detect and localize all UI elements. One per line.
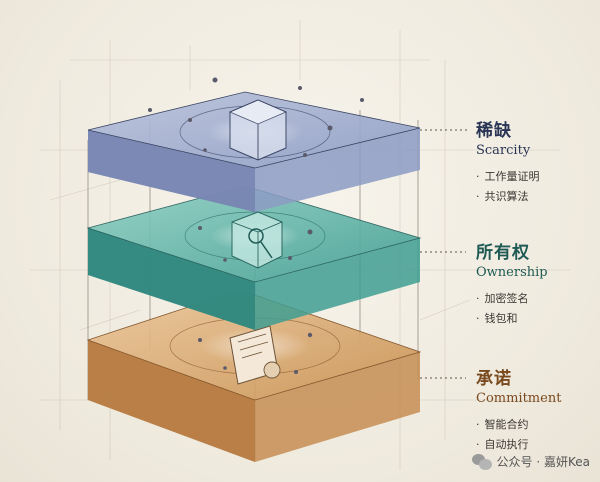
key-cube-icon: [231, 211, 283, 269]
layer-ownership: [86, 185, 422, 330]
label-group-ownership: 所有权 Ownership 加密签名 钱包和: [476, 238, 548, 329]
layer-subtitle: Commitment: [476, 391, 562, 406]
layer-scarcity: [87, 91, 421, 212]
feature-list: 智能合约 自动执行: [476, 415, 561, 455]
layer-title: 稀缺: [476, 121, 512, 141]
feature-list: 工作量证明 共识算法: [476, 167, 540, 207]
wechat-icon: [471, 453, 492, 470]
layer-title: 所有权: [476, 243, 530, 263]
list-item: 工作量证明: [476, 167, 540, 187]
network-nodes: [148, 77, 364, 374]
contract-document-icon: [229, 325, 281, 385]
label-group-commitment: 承诺 Commitment 智能合约 自动执行: [476, 364, 561, 455]
leader-lines: [420, 129, 468, 379]
layer-title: 承诺: [476, 369, 512, 389]
layer-subtitle: Scarcity: [476, 143, 531, 158]
list-item: 智能合约: [476, 415, 561, 435]
cube-icon: [228, 99, 288, 161]
list-item: 加密签名: [476, 289, 548, 309]
layer-subtitle: Ownership: [476, 265, 548, 280]
list-item: 共识算法: [476, 187, 540, 207]
watermark-text: 公众号 · 嘉妍Kea: [496, 455, 590, 469]
list-item: 自动执行: [476, 435, 561, 455]
feature-list: 加密签名 钱包和: [476, 289, 548, 329]
label-group-scarcity: 稀缺 Scarcity 工作量证明 共识算法: [476, 116, 540, 207]
list-item: 钱包和: [476, 309, 548, 329]
watermark: 公众号 · 嘉妍Kea: [471, 453, 590, 470]
